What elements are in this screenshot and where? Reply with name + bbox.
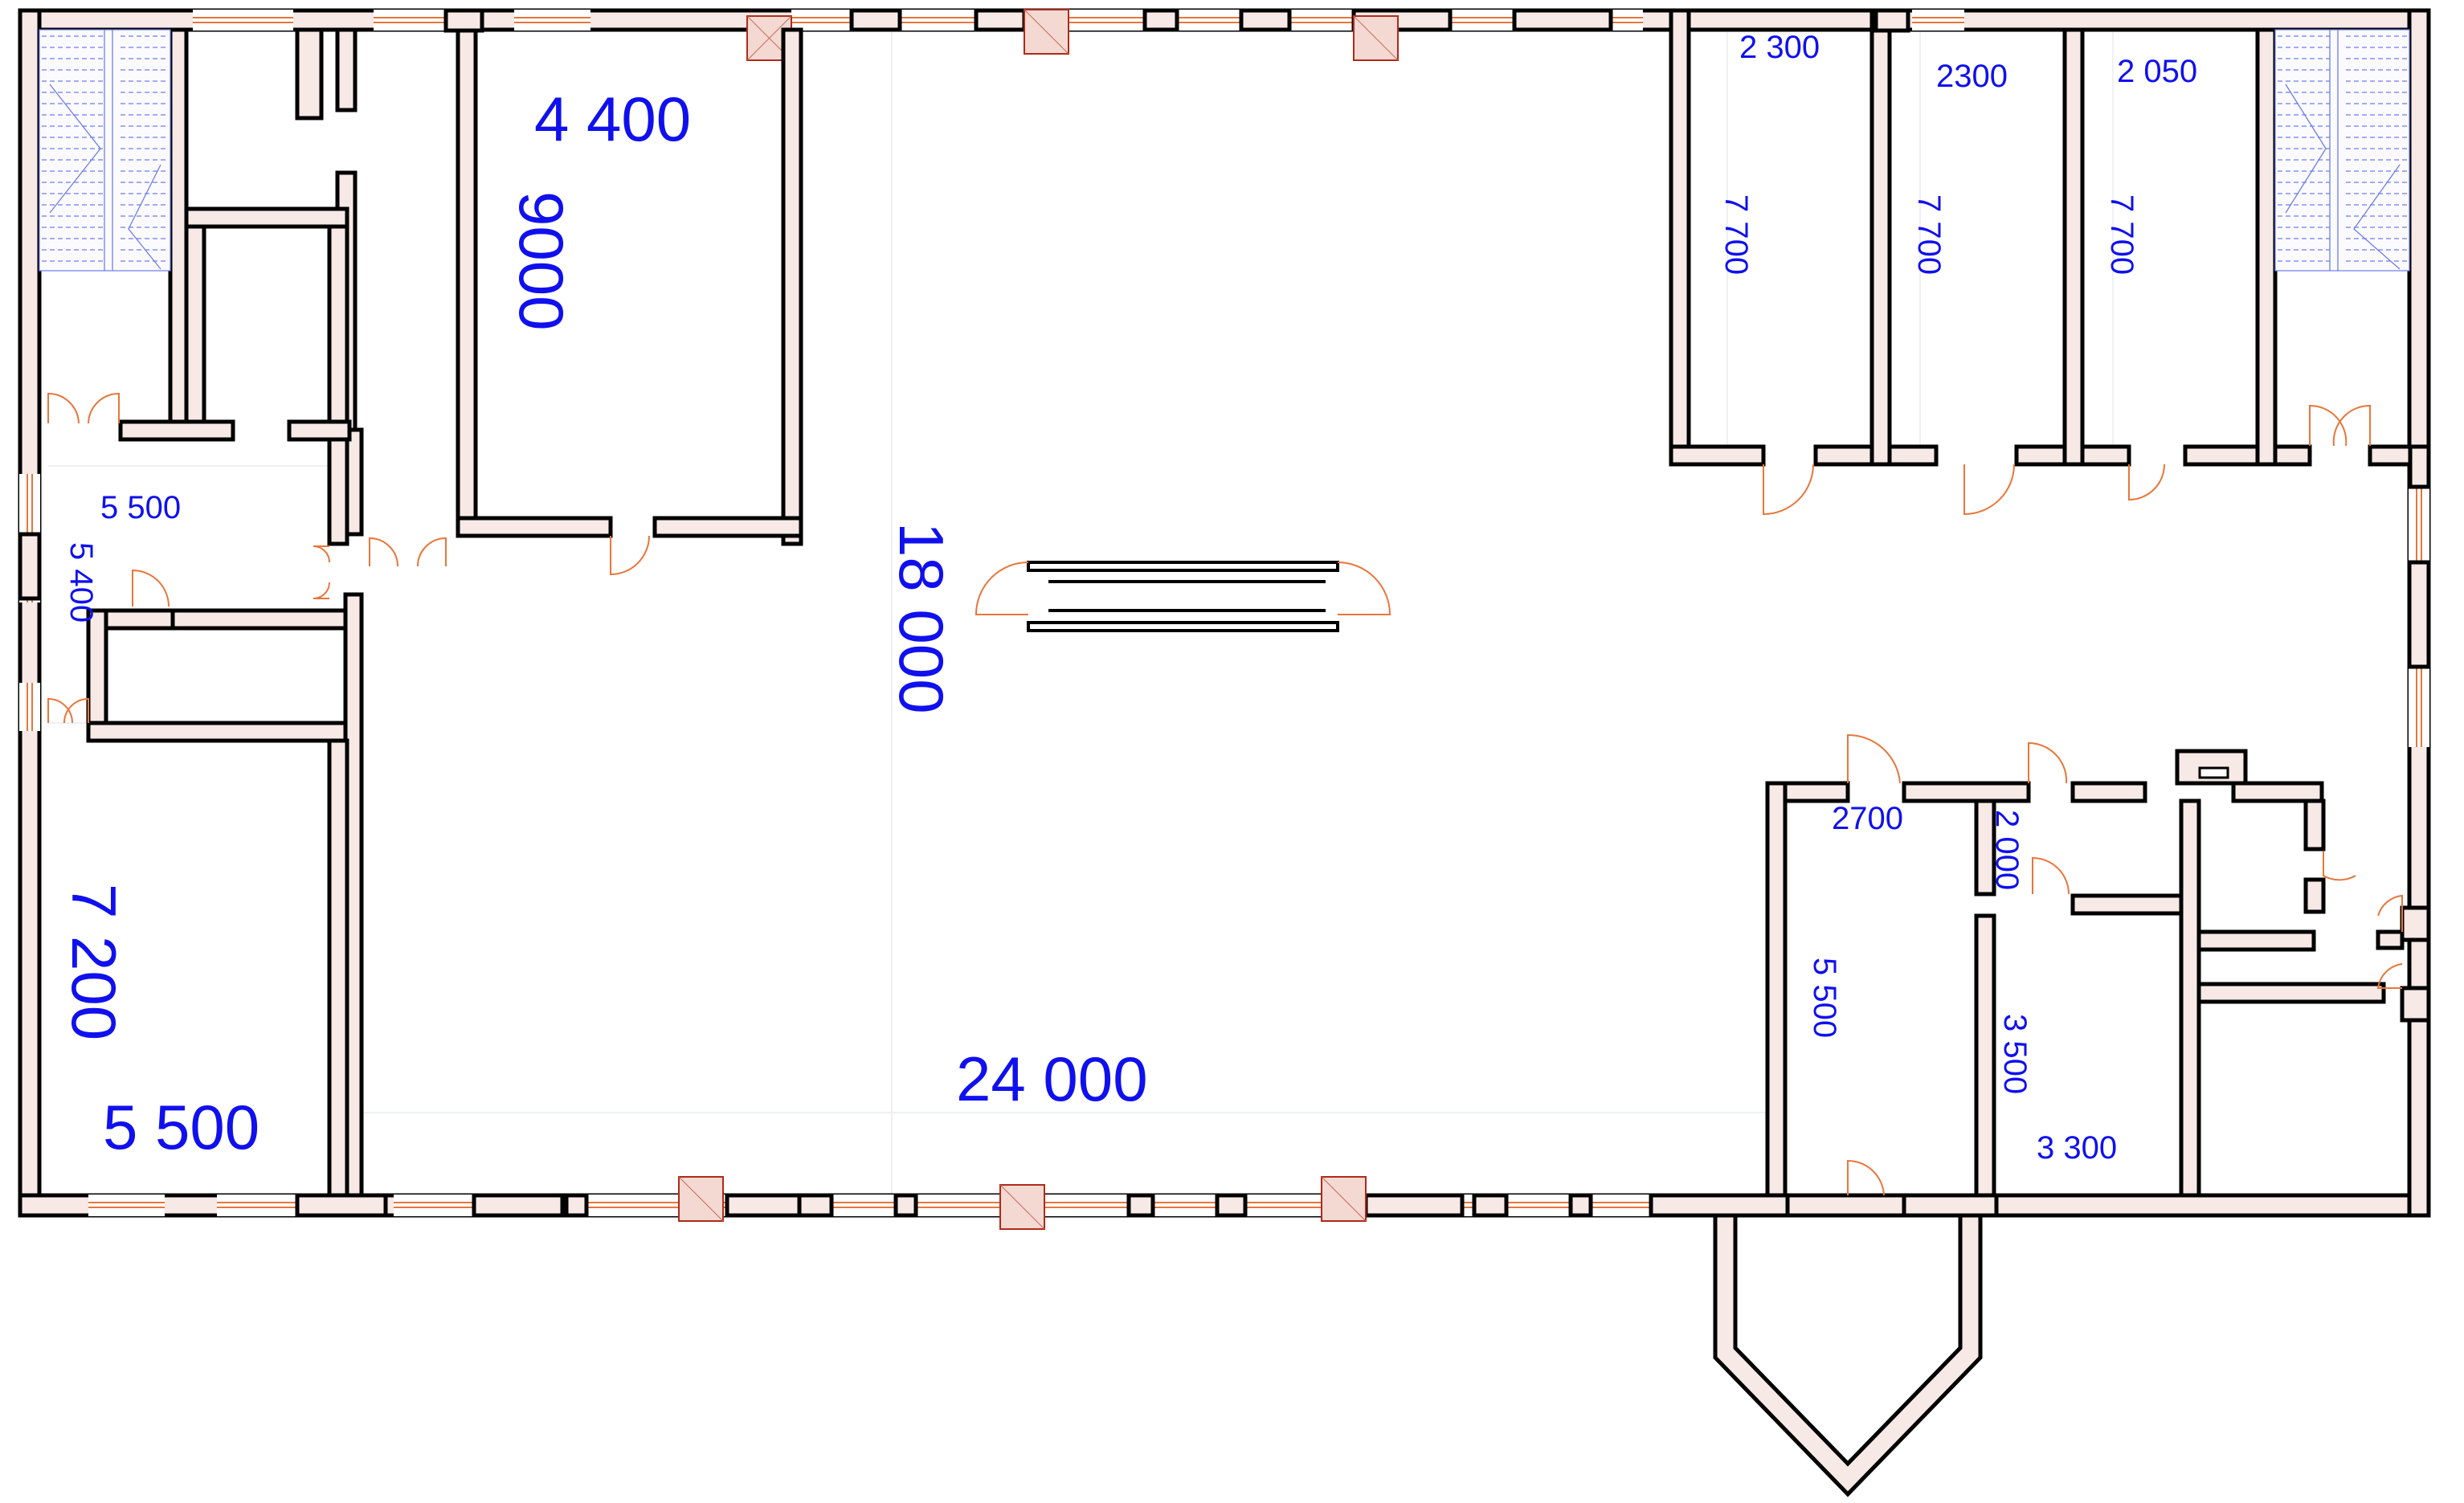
- dim-room-c-length: 5 500: [1807, 958, 1842, 1038]
- dim-room-c-width: 2700: [1832, 801, 1903, 836]
- stair-right: [2274, 29, 2410, 272]
- dim-hall-depth: 18 000: [886, 522, 957, 714]
- right-offices-walls: [1669, 8, 2431, 489]
- dim-office2-length: 7 700: [1911, 194, 1947, 275]
- right-windows: [2407, 482, 2431, 747]
- room-a-walls: [443, 8, 803, 546]
- dim-office1-width: 2 300: [1739, 30, 1820, 65]
- dimension-labels: 24 000 18 000 4 400 9000 7 200 5 500 5 5…: [59, 30, 2197, 1166]
- dim-office1-length: 7 700: [1718, 194, 1754, 275]
- reference-lines: [48, 32, 2114, 1213]
- dim-office3-length: 7 700: [2104, 194, 2139, 275]
- hall-partition: [1027, 561, 1339, 632]
- dim-office2-width: 2300: [1936, 59, 2008, 94]
- dim-room-e-length: 3 500: [1997, 1014, 2033, 1094]
- dim-room-b-width: 5 500: [103, 1092, 259, 1162]
- dim-room-a-length: 9000: [506, 191, 577, 331]
- stair-left: [39, 29, 171, 272]
- dim-lobby-depth: 5 400: [63, 542, 99, 623]
- top-windows: [193, 8, 1964, 32]
- dim-room-d-width: 2 000: [1989, 810, 2025, 890]
- dim-hall-width: 24 000: [956, 1044, 1148, 1114]
- left-windows: [18, 474, 42, 731]
- porch: [1649, 1193, 1999, 1497]
- dim-room-a-width: 4 400: [534, 84, 691, 154]
- dim-room-e-width: 3 300: [2037, 1130, 2117, 1166]
- left-block-walls: [86, 27, 388, 1218]
- dim-office3-width: 2 050: [2117, 54, 2197, 89]
- door-swings: [47, 392, 2403, 1196]
- dim-room-b-length: 7 200: [59, 884, 129, 1040]
- dim-lobby-width: 5 500: [100, 490, 181, 525]
- right-bottom-walls: [1765, 749, 2431, 1198]
